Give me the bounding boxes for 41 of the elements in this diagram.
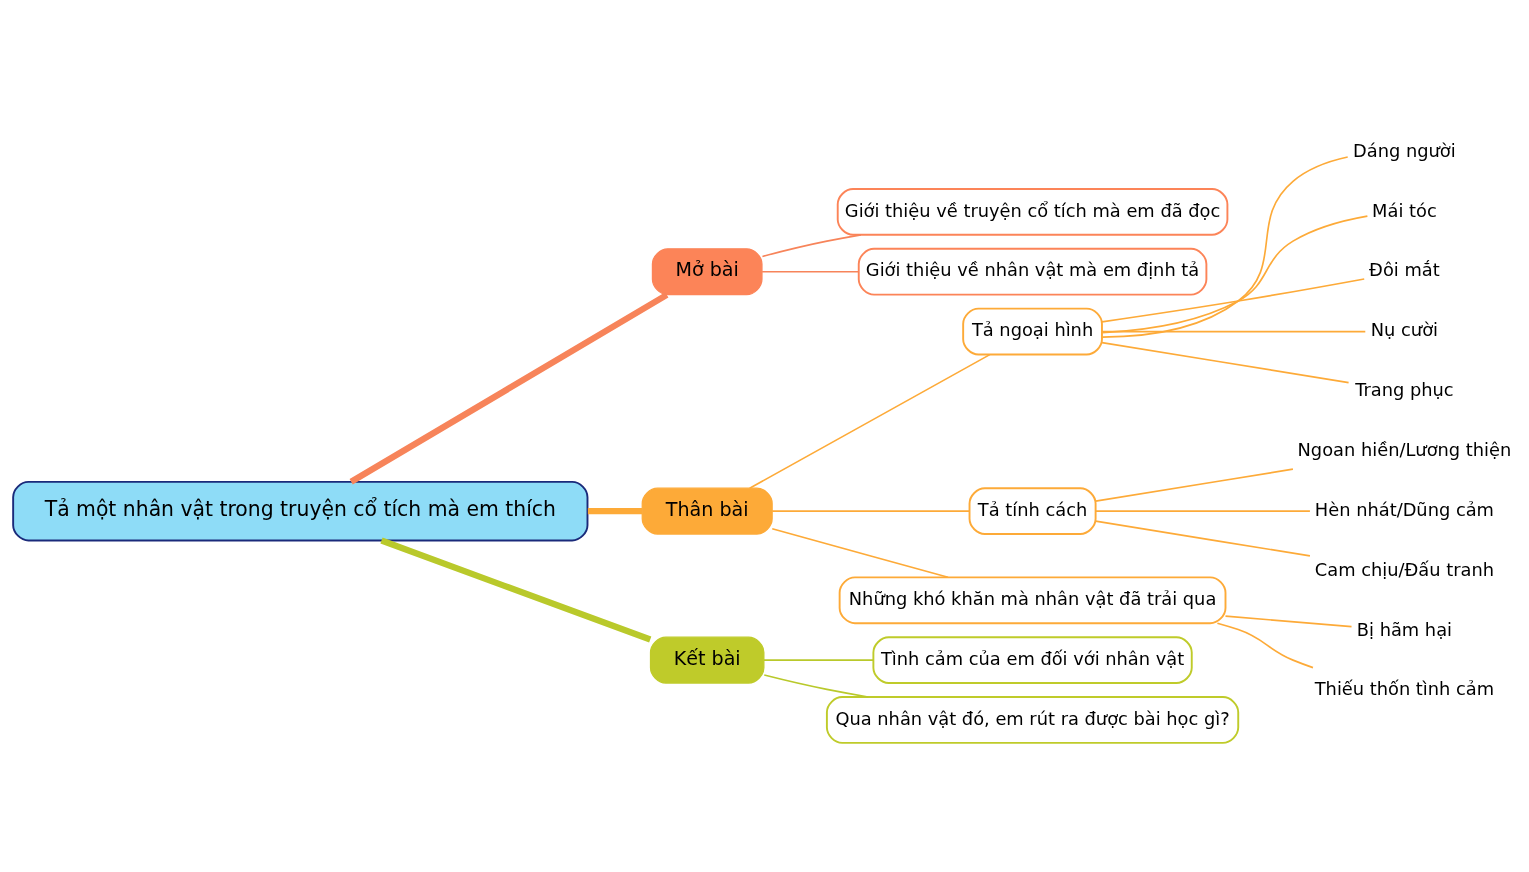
connector — [587, 507, 643, 515]
node-text: Mái tóc — [1372, 199, 1437, 221]
connector — [761, 234, 862, 258]
node-text: Thiếu thốn tình cảm — [1314, 678, 1495, 700]
connector — [1101, 215, 1369, 334]
node-text: Hèn nhát/Dũng cảm — [1314, 498, 1494, 520]
node-box: Những khó khăn mà nhân vật đã trải qua — [838, 576, 1227, 625]
node-box: Giới thiệu về truyện cổ tích mà em đã đọc — [836, 188, 1229, 236]
connector — [761, 270, 860, 273]
node-box: Giới thiệu về nhân vật mà em định tả — [857, 247, 1208, 296]
node-text: Cam chịu/Đấu tranh — [1314, 558, 1494, 580]
node-box: Tả ngoại hình — [962, 307, 1103, 356]
connector — [1101, 156, 1349, 338]
connector — [1094, 520, 1311, 557]
connector — [1224, 615, 1353, 628]
node-box: Tả tính cách — [968, 487, 1097, 535]
node-box: Qua nhân vật đó, em rút ra được bài học gì? — [825, 696, 1240, 744]
node-box: Tình cảm của em đối với nhân vật — [872, 636, 1193, 684]
connector — [1101, 341, 1350, 384]
node-text: Trang phục — [1355, 379, 1454, 401]
connector — [748, 353, 991, 490]
connector — [1094, 468, 1294, 502]
node-text: Dáng người — [1353, 139, 1456, 161]
connector — [349, 292, 669, 485]
connector — [771, 527, 949, 579]
connector — [1216, 622, 1314, 669]
node-box: Tả một nhân vật trong truyện cổ tích mà em thích — [12, 480, 589, 542]
connector — [763, 674, 869, 698]
connector — [1094, 510, 1311, 512]
node-box: Kết bài — [649, 636, 765, 684]
node-text: Đôi mắt — [1369, 259, 1440, 281]
node-box: Thân bài — [641, 487, 773, 535]
node-box: Mở bài — [651, 248, 763, 296]
connector — [380, 537, 652, 643]
node-text: Ngoan hiền/Lương thiện — [1297, 438, 1512, 460]
node-text: Bị hãm hại — [1356, 618, 1453, 640]
connector — [1101, 330, 1367, 333]
connector — [1101, 278, 1366, 323]
node-text: Nụ cười — [1370, 319, 1439, 341]
connector — [771, 510, 971, 512]
connector — [763, 659, 874, 661]
